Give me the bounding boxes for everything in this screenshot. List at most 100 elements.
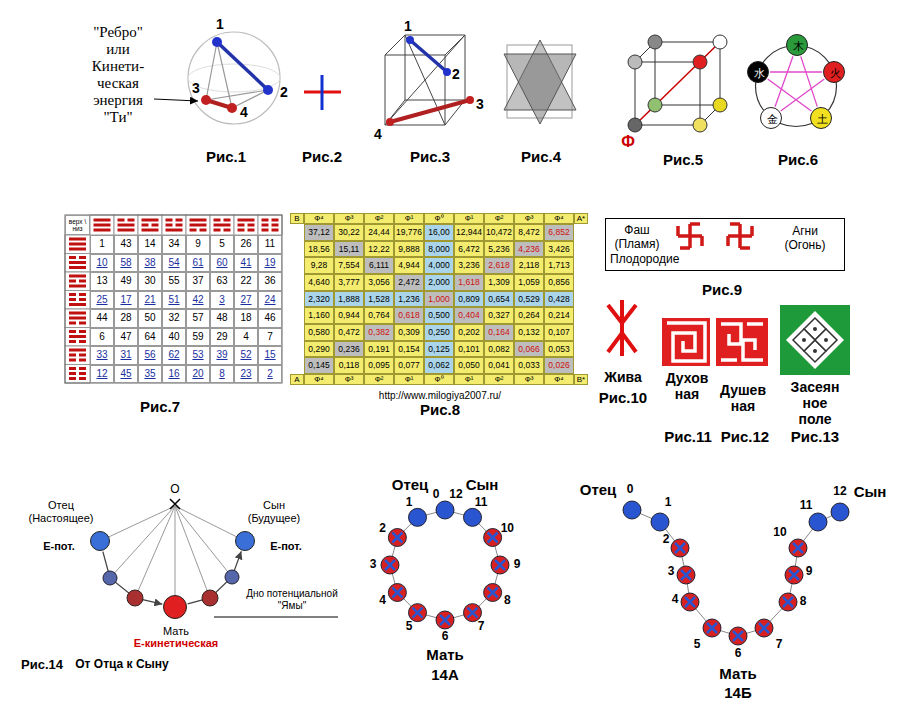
table-cell: 5,236 [484,241,514,258]
figure-label: Мать [719,665,757,682]
callout-number: 3 [476,96,484,112]
callout-number: 2 [280,84,288,100]
figure-label: Мать [426,646,464,663]
table-cell: 56 [138,346,162,365]
table-cell: 1,618 [454,274,484,291]
state-circle [755,619,773,637]
trigram-line [200,229,207,232]
trigram-line [69,317,86,320]
trigram-line [79,372,86,375]
swastika-symbols [678,224,752,248]
callout-number: 0 [433,488,440,502]
trigram-line [166,224,173,227]
callout-number: 4 [379,594,386,608]
figure-caption: Рис.2 [302,148,342,165]
note-text: Дно потенциальной "Ямы" [242,588,342,612]
state-circle [491,556,509,574]
table-header [65,309,90,328]
trigram-line [79,293,86,296]
trigram-line [272,219,279,222]
table-cell: 1,059 [514,274,544,291]
table-cell: 2 [258,365,282,384]
trigram-line [69,349,86,352]
node-text: Агни (Огонь) [774,225,836,253]
node-text: 木 [793,40,804,53]
table-cell: 0,050 [454,357,484,374]
trigram-line [248,229,255,232]
state-cross [675,543,685,553]
trigram-line [69,312,86,315]
state-circle [681,593,699,611]
table-cell: 0,529 [514,291,544,308]
state-circle [831,503,849,521]
trigram-line [142,229,159,232]
table-header: Ф⁴ [304,213,334,224]
table-cell: 12 [90,365,114,384]
callout-number: 4 [374,126,382,142]
state-circle [809,513,827,531]
table-cell: 0,382 [364,324,394,341]
table-cell: 0,500 [424,307,454,324]
table-cell: 4 [234,328,258,347]
state-circle [677,566,695,584]
connector [781,79,825,111]
node-text: Мать [163,625,189,638]
state-circle [779,593,797,611]
trigram-line [69,303,86,306]
table-cell: 0,132 [514,324,544,341]
table-cell: 0,214 [544,307,574,324]
symbol-name: Жива [604,369,641,385]
table-header: B [290,213,304,224]
table-cell: 57 [186,309,210,328]
state-cross [783,597,793,607]
state-circle [388,529,406,547]
node-text: Отец (Настоящее) [25,499,97,524]
table-header: Ф¹ [394,374,424,385]
table-cell: 62 [162,346,186,365]
table-cell: 1,160 [304,307,334,324]
state-circle [464,604,482,622]
table-cell: 1,000 [424,291,454,308]
state-circle [729,627,747,645]
state-cross [413,608,423,618]
trigram-line [79,340,86,343]
figure-caption: Рис.13 [791,428,839,445]
node-text: Е-кинетическая [134,637,219,650]
table-header: Ф⁰ [424,374,454,385]
state-circle [464,508,482,526]
table-cell: 36 [258,272,282,291]
callout-number: 4 [240,104,248,120]
table-cell: 50 [138,309,162,328]
state-cross [733,631,743,641]
state-cross [488,533,498,543]
trigram-line [262,219,269,222]
state-circle [409,508,427,526]
state-circle [388,584,406,602]
state-cross [385,560,395,570]
trigram-line [69,359,76,362]
trigram-line [238,229,245,232]
trigram-line [214,229,221,232]
table-cell: 7 [258,328,282,347]
figure-caption: Рис.11 [664,428,712,445]
trigram-line [79,367,86,370]
table-cell: 0,191 [364,341,394,358]
table-cell: 16,00 [424,224,454,241]
trigram-line [69,280,76,283]
state-circle [671,539,689,557]
node-text: 火 [830,67,841,80]
table-cell: 0,309 [394,324,424,341]
table-cell: 0,290 [304,341,334,358]
symbol-panel: Фаш (Пламя)ПлодородиеАгни (Огонь) [605,218,845,271]
table-cell: 31 [114,346,138,365]
state-cross [392,533,402,543]
table-header: Ф² [484,213,514,224]
table-cell: 40 [162,328,186,347]
cube-figure [385,35,474,126]
figure-caption: От Отца к Сыну [75,658,168,672]
trigram-line [272,224,279,227]
table-header [65,346,90,365]
table-cell: 0,107 [544,324,574,341]
coloured-cube-figure [628,35,727,132]
table-cell: 3 [210,291,234,310]
